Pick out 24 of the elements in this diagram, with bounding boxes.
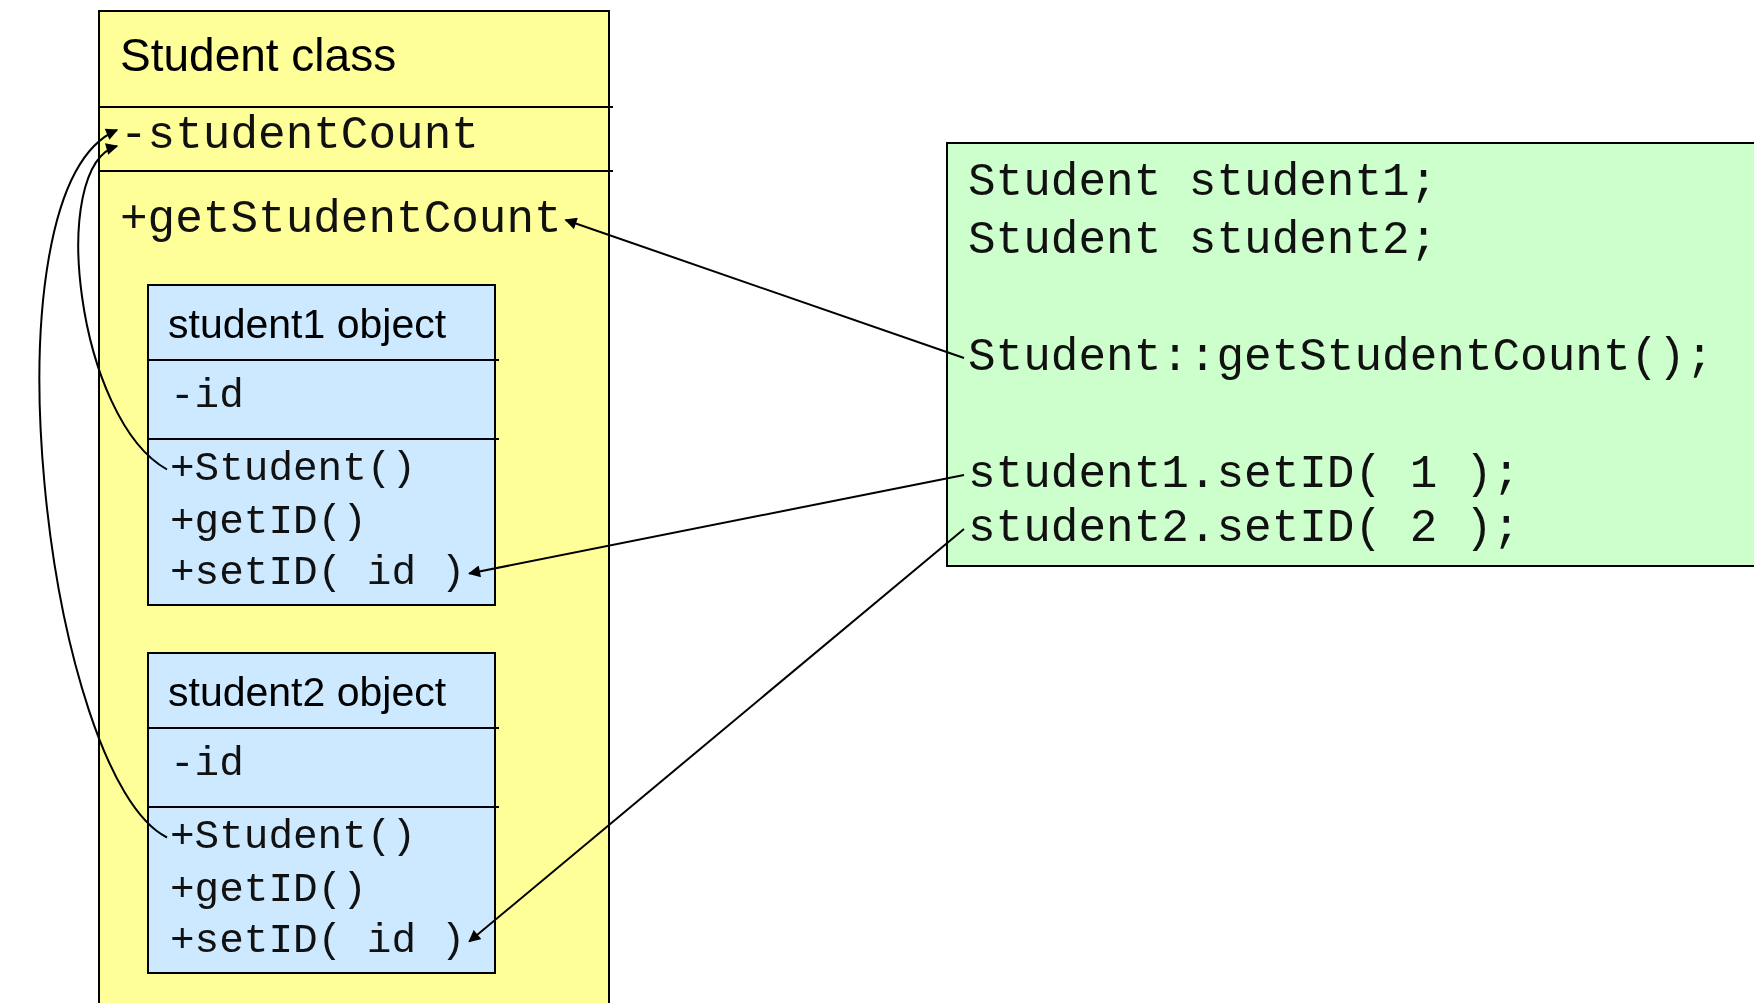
member-text: +getID() xyxy=(170,870,367,911)
member-text: +Student() xyxy=(170,817,417,858)
code-line: Student student2; xyxy=(968,218,1438,264)
code-line: Student student1; xyxy=(968,160,1438,206)
object-box xyxy=(147,284,496,606)
member-text: +getID() xyxy=(170,502,367,543)
code-line: Student::getStudentCount(); xyxy=(968,335,1714,381)
class-box xyxy=(98,10,610,1003)
member-text: +getStudentCount xyxy=(120,197,562,243)
member-text: +setID( id ) xyxy=(170,921,466,962)
member-text: -id xyxy=(170,744,244,785)
member-text: +setID( id ) xyxy=(170,553,466,594)
object-box xyxy=(147,652,496,974)
code-line: student1.setID( 1 ); xyxy=(968,452,1521,498)
member-text: +Student() xyxy=(170,449,417,490)
class-heading: Student class xyxy=(120,32,397,78)
code-line: student2.setID( 2 ); xyxy=(968,506,1521,552)
arrow xyxy=(38,129,168,839)
code-panel xyxy=(946,142,1754,567)
member-text: -id xyxy=(170,376,244,417)
object-heading: student1 object xyxy=(168,304,447,345)
object-heading: student2 object xyxy=(168,672,447,713)
member-text: -studentCount xyxy=(120,113,479,159)
arrow xyxy=(77,145,168,471)
